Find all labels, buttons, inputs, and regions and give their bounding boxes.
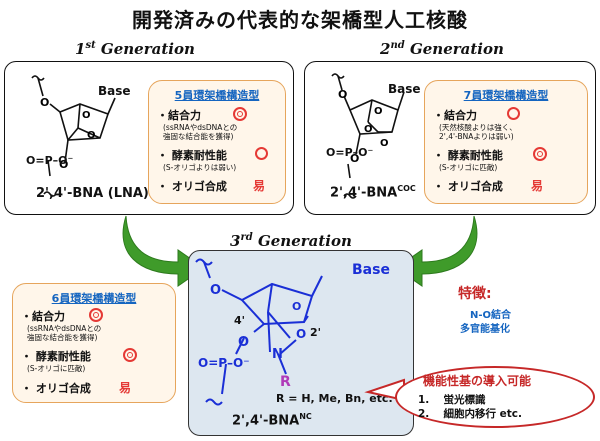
- gen2-base-label: Base: [388, 82, 421, 96]
- gen2-ring-o: O: [374, 106, 383, 117]
- feature-multifunctional: 多官能基化: [460, 324, 510, 335]
- gen3-prop-head: 6員環架橋構造型: [51, 292, 137, 305]
- gen3-nitrogen: N: [272, 347, 283, 362]
- gen2-name: 2',4'-BNACOC: [330, 184, 416, 200]
- gen2-bridge-o1: O: [364, 124, 373, 135]
- gen1-easy: 易: [253, 179, 266, 193]
- gen3-ring-o: O: [292, 300, 301, 313]
- gen2-phosphate: O=P–O⁻: [326, 146, 374, 159]
- gen1-sup: st: [85, 40, 96, 51]
- gen3-name: 2',4'-BNANC: [232, 412, 312, 428]
- gen3-enzyme-double-circle-icon: [123, 348, 137, 362]
- gen3-pos2: 2': [310, 326, 321, 339]
- gen3-panel: [188, 250, 414, 436]
- gen3-easy: 易: [119, 381, 132, 395]
- gen3-binding-note-b: 強固な結合能を獲得): [27, 333, 98, 342]
- gen2-bridge-o2: O: [380, 138, 389, 149]
- gen1-ring-o: O: [82, 110, 91, 121]
- gen1-phosphate: O=P–O⁻: [26, 154, 74, 167]
- page-title: 開発済みの代表的な架橋型人工核酸: [132, 8, 468, 32]
- gen1-enzyme-circle-icon: [255, 147, 268, 160]
- gen2-o3: O: [350, 152, 359, 165]
- gen3-binding-double-circle-icon: [89, 308, 103, 322]
- gen1-enzyme-note: (S-オリゴよりは弱い): [163, 163, 237, 172]
- gen1-bridge-o: O: [87, 130, 96, 141]
- gen3-binding: ・結合力: [21, 310, 65, 323]
- gen3-name-main: 2',4'-BNA: [232, 413, 300, 429]
- gen3-phosphate: O=P–O⁻: [198, 356, 250, 370]
- functional-item-2: 2. 細胞内移行 etc.: [418, 408, 522, 420]
- gen2-num: 2: [380, 40, 391, 58]
- gen3-binding-note-a: (ssRNAやdsDNAとの: [27, 324, 102, 333]
- gen3-o3: O: [238, 335, 249, 350]
- gen3-word: Generation: [257, 232, 352, 250]
- gen2-easy: 易: [531, 179, 544, 193]
- gen1-base-label: Base: [98, 84, 131, 98]
- gen2-o5: O: [338, 88, 347, 101]
- gen1-title: 1st Generation: [75, 40, 195, 58]
- gen2-title: 2nd Generation: [380, 40, 504, 58]
- gen2-prop-head: 7員環架橋構造型: [463, 89, 549, 102]
- gen1-binding-note-a: (ssRNAやdsDNAとの: [163, 123, 238, 132]
- gen3-title: 3rd Generation: [230, 232, 352, 250]
- gen2-name-main: 2',4'-BNA: [330, 185, 398, 201]
- gen3-enzyme: ・ 酵素耐性能: [21, 350, 91, 363]
- gen1-binding-double-circle-icon: [233, 107, 247, 121]
- gen2-word: Generation: [409, 40, 504, 58]
- gen2-binding-note-b: 2',4'-BNAよりは弱い): [439, 132, 514, 141]
- gen1-enzyme: ・ 酵素耐性能: [157, 149, 227, 162]
- gen3-r-definition: R = H, Me, Bn, etc.: [276, 392, 393, 405]
- gen3-properties: 6員環架橋構造型 ・結合力 (ssRNAやdsDNAとの 強固な結合能を獲得) …: [12, 283, 176, 403]
- gen2-enzyme-note: (S-オリゴに匹敵): [439, 163, 498, 172]
- functional-heading: 機能性基の導入可能: [423, 374, 532, 388]
- gen3-structure: O O O O 4' 2' N R: [195, 258, 323, 406]
- functional-item-1: 1. 蛍光標識: [418, 394, 486, 406]
- gen1-num: 1: [75, 40, 86, 58]
- gen2-binding-circle-icon: [507, 107, 520, 120]
- gen3-bridge-o: O: [296, 327, 306, 341]
- gen1-synthesis: ・ オリゴ合成: [157, 180, 227, 193]
- gen2-properties: 7員環架橋構造型 ・結合力 (天然核酸よりは強く、 2',4'-BNAよりは弱い…: [424, 80, 588, 204]
- gen1-prop-head: 5員環架橋構造型: [174, 89, 260, 102]
- gen2-sup: nd: [390, 40, 405, 51]
- gen3-o5: O: [210, 283, 221, 298]
- gen1-binding: ・結合力: [157, 109, 201, 122]
- gen1-word: Generation: [100, 40, 195, 58]
- gen3-sup: rd: [240, 232, 253, 243]
- gen2-structure: O O O O O: [331, 73, 405, 199]
- gen2-binding-note-a: (天然核酸よりは強く、: [439, 123, 517, 132]
- gen2-name-sup: COC: [397, 184, 416, 193]
- gen3-r-group: R: [280, 374, 291, 390]
- feature-no-bond: N-O結合: [470, 310, 512, 321]
- gen1-structure: O O O O: [31, 75, 116, 197]
- gen1-o5: O: [40, 96, 49, 109]
- gen2-synthesis: ・ オリゴ合成: [433, 180, 503, 193]
- gen1-name-main: 2',4'-BNA: [36, 186, 104, 201]
- gen2-binding: ・結合力: [433, 109, 477, 122]
- gen3-base-label: Base: [352, 262, 390, 278]
- gen1-name: 2',4'-BNA (LNA): [36, 186, 149, 201]
- gen3-pos4: 4': [234, 314, 245, 327]
- gen1-binding-note-b: 強固な結合能を獲得): [163, 132, 234, 141]
- functional-callout: [395, 366, 595, 428]
- gen1-name-suffix: (LNA): [103, 186, 149, 201]
- gen3-name-sup: NC: [299, 412, 312, 421]
- features-heading: 特徴:: [458, 286, 492, 302]
- gen3-synthesis: ・ オリゴ合成: [21, 382, 91, 395]
- gen3-num: 3: [230, 232, 241, 250]
- gen3-enzyme-note: (S-オリゴに匹敵): [27, 364, 86, 373]
- gen1-properties: 5員環架橋構造型 ・結合力 (ssRNAやdsDNAとの 強固な結合能を獲得) …: [148, 80, 286, 204]
- gen1-o3: O: [59, 158, 68, 171]
- gen2-enzyme: ・ 酵素耐性能: [433, 149, 503, 162]
- gen2-enzyme-double-circle-icon: [533, 147, 547, 161]
